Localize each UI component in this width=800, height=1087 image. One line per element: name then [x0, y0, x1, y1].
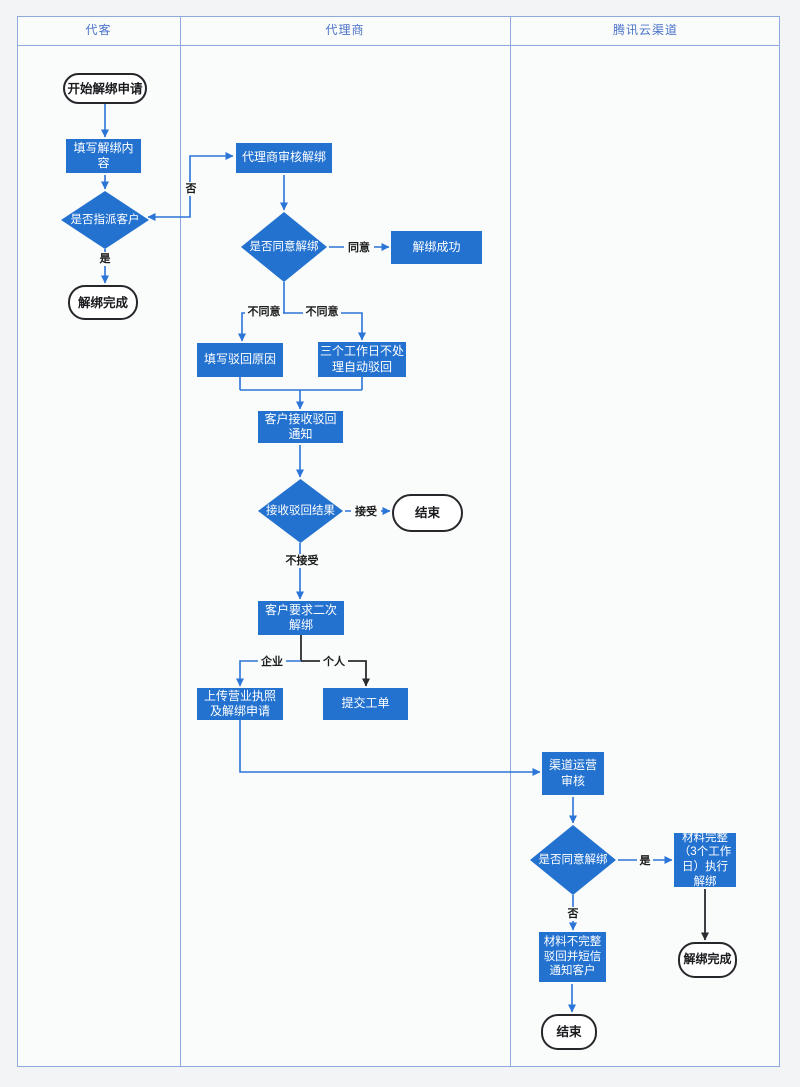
edge-label-not-accept: 不接受: [283, 554, 321, 568]
swimlane-board: [17, 16, 780, 1067]
node-end-1: 结束: [392, 494, 463, 532]
edge-label-agree: 同意: [344, 241, 374, 255]
lane-divider-2: [510, 17, 511, 1066]
edge-label-yes-1: 是: [97, 252, 113, 266]
node-material-incomplete-reject: 材料不完整 驳回并短信 通知客户: [539, 932, 606, 982]
edge-label-disagree-right: 不同意: [303, 305, 341, 319]
node-unbind-success: 解绑成功: [391, 231, 482, 264]
edge-label-personal: 个人: [320, 655, 348, 669]
edge-label-yes-2: 是: [637, 854, 653, 868]
edge-label-no-2: 否: [565, 907, 581, 921]
node-start-unbind-request: 开始解绑申请: [63, 73, 147, 104]
node-fill-reject-reason: 填写驳回原因: [197, 343, 283, 377]
edge-label-accept: 接受: [351, 505, 381, 519]
node-receive-reject-notice: 客户接收驳回 通知: [258, 411, 343, 443]
node-channel-operation-review: 渠道运营 审核: [542, 752, 604, 795]
node-submit-ticket: 提交工单: [323, 688, 408, 720]
node-unbind-complete-1: 解绑完成: [68, 285, 138, 320]
edge-label-no-1: 否: [183, 182, 199, 196]
edge-label-enterprise: 企业: [258, 655, 286, 669]
lane-divider-1: [180, 17, 181, 1066]
node-end-2: 结束: [541, 1014, 597, 1050]
lane-header-tencent-channel: 腾讯云渠道: [612, 23, 678, 37]
node-auto-reject-3-days: 三个工作日不处 理自动驳回: [318, 342, 406, 377]
node-upload-business-license: 上传营业执照 及解绑申请: [197, 688, 283, 720]
node-second-unbind-request: 客户要求二次 解绑: [258, 601, 344, 635]
node-unbind-complete-2: 解绑完成: [678, 942, 737, 978]
lane-header-customer: 代客: [85, 23, 112, 37]
node-material-complete-execute: 材料完整 （3个工作 日）执行 解绑: [674, 832, 736, 888]
node-agent-review-unbind: 代理商审核解绑: [236, 143, 332, 173]
edge-label-disagree-left: 不同意: [245, 305, 283, 319]
node-fill-unbind-content: 填写解绑内 容: [66, 139, 141, 173]
lane-header-agent: 代理商: [325, 23, 365, 37]
lane-header-separator: [18, 45, 779, 46]
